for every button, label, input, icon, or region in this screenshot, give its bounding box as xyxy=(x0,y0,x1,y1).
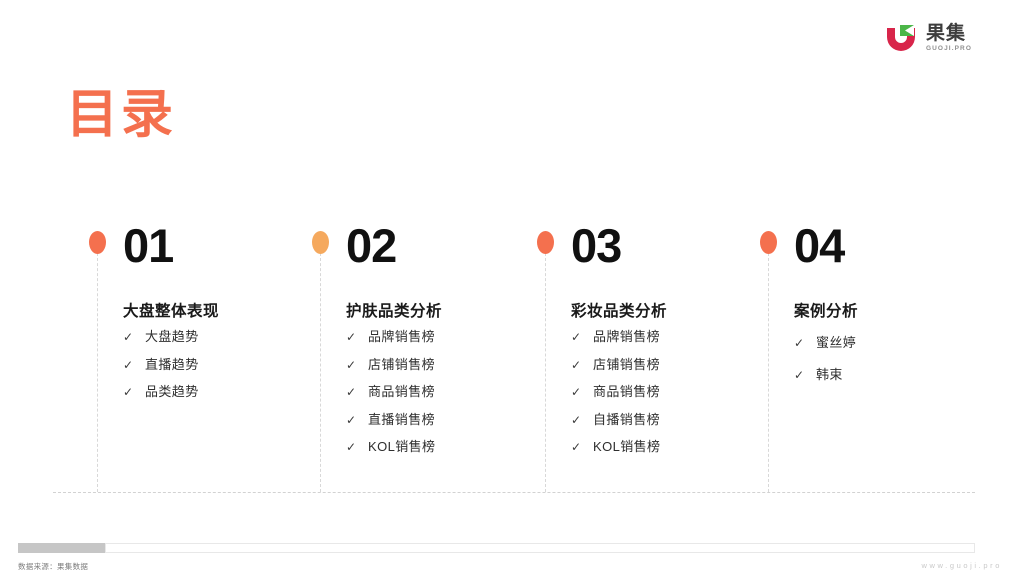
brand-logo-text: 果集 GUOJI.PRO xyxy=(926,24,972,53)
list-item[interactable]: ✓ 店铺销售榜 xyxy=(571,358,660,371)
timeline-stem xyxy=(545,243,546,492)
list-item-label: 直播销售榜 xyxy=(368,411,436,427)
section-number: 03 xyxy=(571,219,622,272)
list-item[interactable]: ✓ KOL销售榜 xyxy=(571,440,660,453)
check-icon: ✓ xyxy=(346,330,357,344)
brand-name-cn: 果集 xyxy=(925,22,966,44)
footer-source-text: 数据来源：果集数据 xyxy=(18,562,89,571)
check-icon: ✓ xyxy=(794,368,805,382)
section-item-list: ✓ 品牌销售榜 ✓ 店铺销售榜 ✓ 商品销售榜 ✓ 直播销售榜 ✓ KOL销 xyxy=(346,330,435,468)
check-icon: ✓ xyxy=(346,357,357,372)
check-icon: ✓ xyxy=(571,440,582,454)
section-number: 02 xyxy=(346,219,397,272)
section-heading: 案例分析 xyxy=(794,303,859,320)
footer-progress-fill xyxy=(18,543,105,553)
list-item[interactable]: ✓ 自播销售榜 xyxy=(571,413,660,426)
list-item[interactable]: ✓ KOL销售榜 xyxy=(346,440,435,453)
page-title: 目录 xyxy=(66,86,177,144)
list-item-label: 商品销售榜 xyxy=(368,384,436,399)
list-item[interactable]: ✓ 直播趋势 xyxy=(123,358,199,371)
list-item-label: 韩束 xyxy=(816,367,843,382)
check-icon: ✓ xyxy=(571,412,582,427)
footer-progress-track xyxy=(105,543,975,553)
list-item-label: KOL销售榜 xyxy=(593,439,661,454)
check-icon: ✓ xyxy=(346,440,357,454)
list-item[interactable]: ✓ 店铺销售榜 xyxy=(346,358,435,371)
list-item-label: 品牌销售榜 xyxy=(593,329,661,344)
section-heading: 大盘整体表现 xyxy=(123,303,220,320)
toc-columns: 01 大盘整体表现 ✓ 大盘趋势 ✓ 直播趋势 ✓ 品类趋势 02 xyxy=(0,222,1024,493)
list-item[interactable]: ✓ 商品销售榜 xyxy=(571,385,660,398)
list-item[interactable]: ✓ 蜜丝婷 xyxy=(794,336,856,349)
timeline-pin-icon xyxy=(89,231,106,254)
check-icon: ✓ xyxy=(571,330,582,344)
list-item-label: 自播销售榜 xyxy=(593,411,661,427)
section-item-list: ✓ 大盘趋势 ✓ 直播趋势 ✓ 品类趋势 xyxy=(123,330,199,413)
check-icon: ✓ xyxy=(123,330,134,344)
list-item[interactable]: ✓ 品牌销售榜 xyxy=(571,330,660,343)
list-item[interactable]: ✓ 直播销售榜 xyxy=(346,413,435,426)
list-item[interactable]: ✓ 韩束 xyxy=(794,368,856,381)
list-item-label: 商品销售榜 xyxy=(593,384,661,399)
timeline-pin-icon xyxy=(537,231,554,254)
check-icon: ✓ xyxy=(571,385,582,399)
section-item-list: ✓ 品牌销售榜 ✓ 店铺销售榜 ✓ 商品销售榜 ✓ 自播销售榜 ✓ KOL销 xyxy=(571,330,660,468)
timeline-pin-icon xyxy=(312,231,329,254)
list-item-label: 店铺销售榜 xyxy=(593,356,661,372)
list-item-label: 品牌销售榜 xyxy=(368,329,436,344)
check-icon: ✓ xyxy=(571,357,582,372)
brand-name-en: GUOJI.PRO xyxy=(925,44,972,52)
timeline-axis xyxy=(53,492,975,493)
section-heading: 护肤品类分析 xyxy=(346,303,443,320)
section-number: 01 xyxy=(123,219,174,272)
check-icon: ✓ xyxy=(346,412,357,427)
check-icon: ✓ xyxy=(123,385,134,399)
footer-url-text: www.guoji.pro xyxy=(921,561,1002,570)
check-icon: ✓ xyxy=(346,385,357,399)
list-item-label: 大盘趋势 xyxy=(145,329,199,344)
section-number: 04 xyxy=(794,219,845,272)
list-item[interactable]: ✓ 品类趋势 xyxy=(123,385,199,398)
timeline-pin-icon xyxy=(760,231,777,254)
check-icon: ✓ xyxy=(123,357,134,372)
check-icon: ✓ xyxy=(794,336,805,350)
timeline-stem xyxy=(320,243,321,492)
list-item-label: 直播趋势 xyxy=(145,356,199,372)
brand-logo: 果集 GUOJI.PRO xyxy=(884,22,972,54)
timeline-stem xyxy=(768,243,769,492)
list-item-label: 蜜丝婷 xyxy=(816,335,857,350)
list-item-label: KOL销售榜 xyxy=(368,439,436,454)
guoji-logo-icon xyxy=(884,22,918,54)
list-item[interactable]: ✓ 品牌销售榜 xyxy=(346,330,435,343)
section-heading: 彩妆品类分析 xyxy=(571,303,668,320)
list-item[interactable]: ✓ 商品销售榜 xyxy=(346,385,435,398)
timeline-stem xyxy=(97,243,98,492)
section-item-list: ✓ 蜜丝婷 ✓ 韩束 xyxy=(794,336,856,400)
list-item-label: 品类趋势 xyxy=(145,384,199,399)
list-item-label: 店铺销售榜 xyxy=(368,356,436,372)
list-item[interactable]: ✓ 大盘趋势 xyxy=(123,330,199,343)
